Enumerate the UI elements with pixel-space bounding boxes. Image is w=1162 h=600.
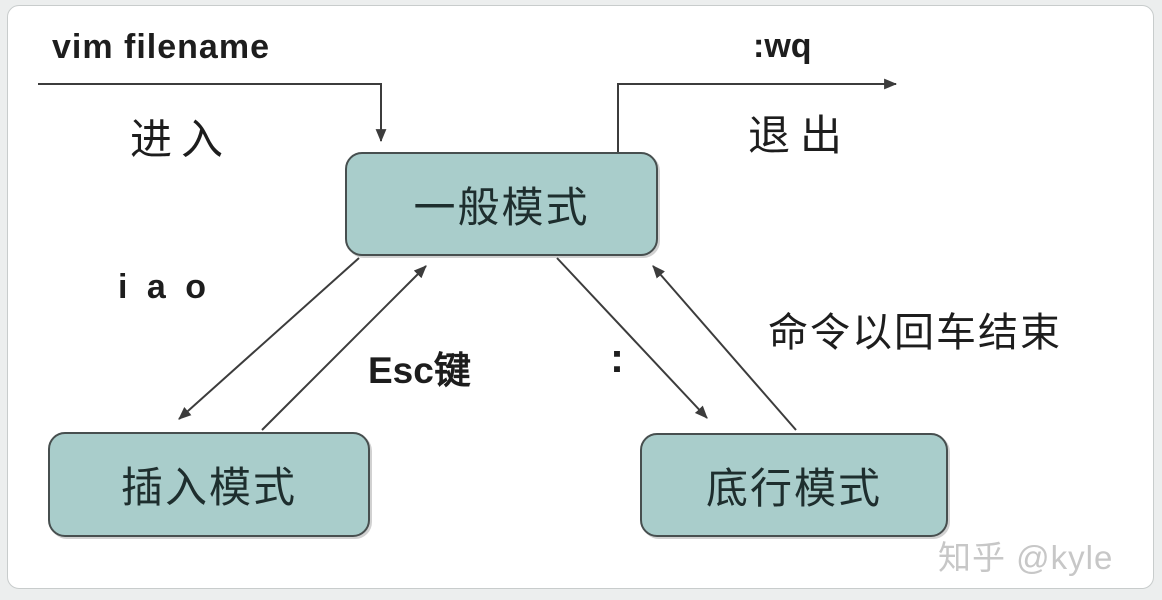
node-general-mode-label: 一般模式	[413, 183, 590, 231]
enter-ends-command-note: 命令以回车结束	[768, 311, 1062, 355]
exit-command-label: :wq	[753, 27, 812, 65]
exit-action-label: 退出	[748, 112, 853, 159]
node-insert-mode: 插入模式	[48, 432, 370, 537]
enter-command-label: vim filename	[52, 28, 270, 66]
colon-key-label: :	[610, 334, 624, 381]
node-lastline-mode: 底行模式	[640, 433, 948, 537]
insert-keys-label: i a o	[118, 268, 212, 306]
zhihu-watermark: 知乎 @kyle	[938, 539, 1114, 576]
node-general-mode: 一般模式	[345, 152, 658, 256]
node-insert-mode-label: 插入模式	[120, 464, 297, 511]
enter-action-label: 进入	[130, 116, 233, 163]
node-lastline-mode-label: 底行模式	[705, 464, 882, 512]
esc-key-label: Esc键	[368, 350, 471, 391]
